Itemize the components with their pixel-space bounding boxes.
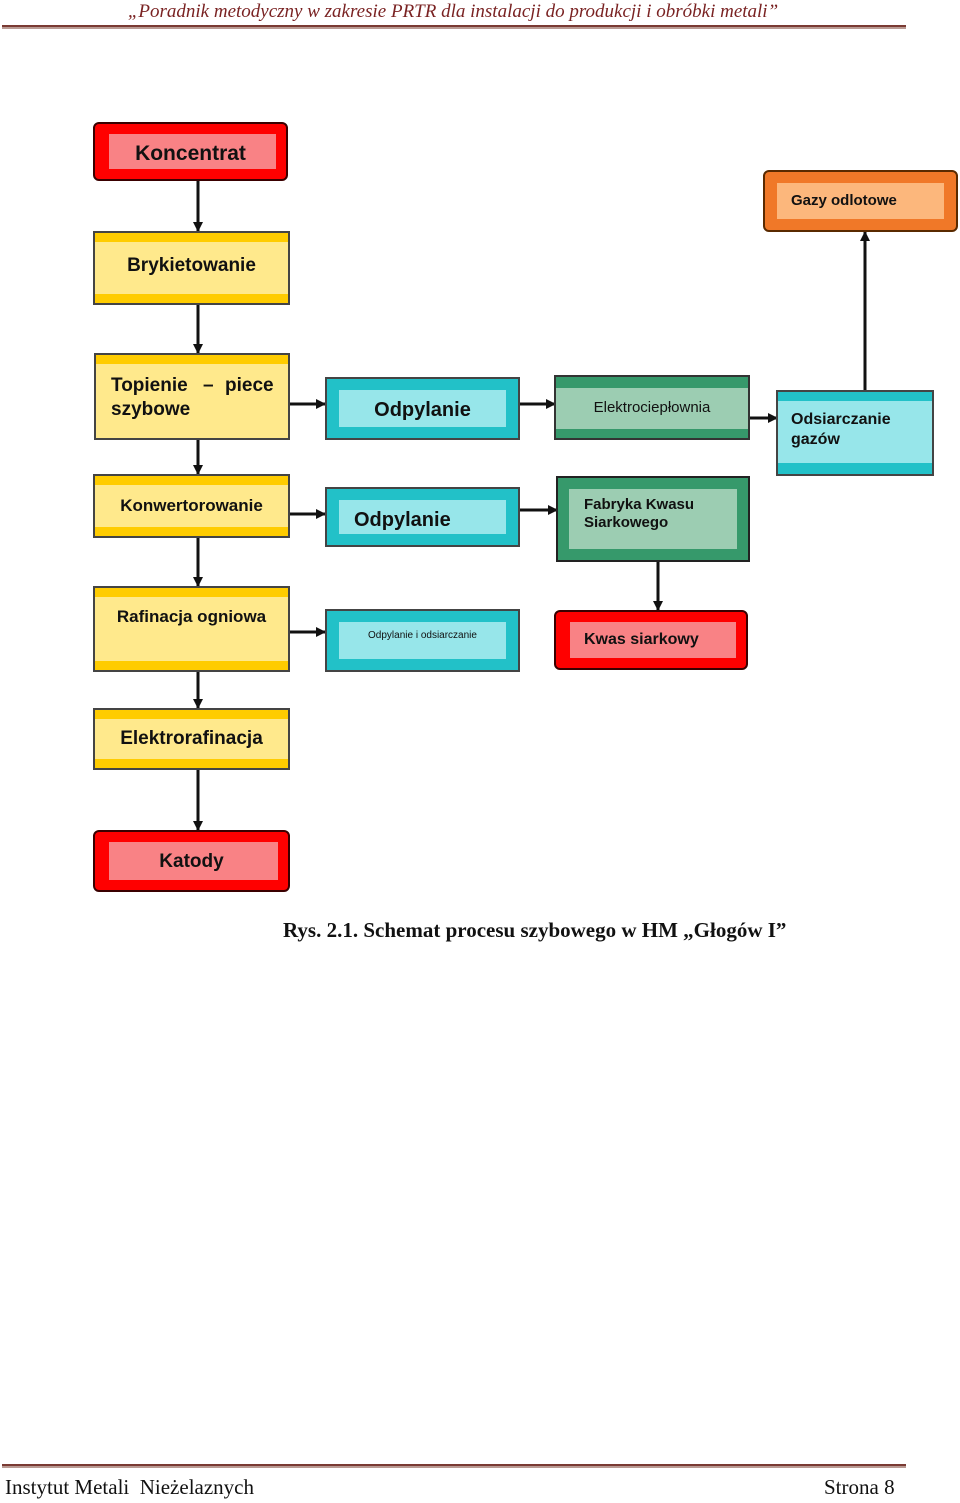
kwas-siarkowy-label: Kwas siarkowy: [584, 631, 699, 648]
brykietowanie-label: Brykietowanie: [127, 255, 256, 276]
odpylanie-label-1: Odpylanie: [374, 399, 471, 421]
odpylanie-box-1: Odpylanie: [325, 377, 520, 440]
header-divider: [2, 25, 906, 29]
rafinacja-box: Rafinacja ogniowa: [93, 586, 290, 672]
fabryka-label-line2: Siarkowego: [584, 514, 669, 531]
elektrocieplownia-box: Elektrociepłownia: [554, 375, 750, 440]
konwertorowanie-label: Konwertorowanie: [120, 496, 263, 515]
odsiarczanie-label-line1: Odsiarczanie: [791, 411, 891, 428]
koncentrat-label: Koncentrat: [135, 142, 246, 165]
odsiarczanie-box: Odsiarczanie gazów: [776, 390, 934, 476]
elektrocieplownia-label: Elektrociepłownia: [593, 399, 711, 416]
figure-caption: Rys. 2.1. Schemat procesu szybowego w HM…: [283, 918, 787, 942]
page-header-title: „Poradnik metodyczny w zakresie PRTR dla…: [127, 1, 779, 22]
topienie-label-word1: Topienie: [111, 375, 188, 396]
katody-box: Katody: [93, 830, 290, 892]
fabryka-label-line1: Fabryka Kwasu: [584, 496, 695, 513]
katody-label: Katody: [159, 851, 224, 872]
kwas-siarkowy-box: Kwas siarkowy: [554, 610, 748, 670]
koncentrat-box: Koncentrat: [93, 122, 288, 181]
gazy-odlotowe-label: Gazy odlotowe: [791, 192, 897, 209]
odpylanie-odsiarczanie-box: Odpylanie i odsiarczanie: [325, 609, 520, 672]
footer-page-number: Strona 8: [824, 1475, 895, 1499]
footer-institute: Instytut Metali Nieżelaznych: [5, 1475, 254, 1499]
odpylanie-label-2: Odpylanie: [354, 509, 451, 531]
konwertorowanie-box: Konwertorowanie: [93, 474, 290, 538]
gazy-odlotowe-box: Gazy odlotowe: [763, 170, 958, 232]
odpylanie-box-2: Odpylanie: [325, 487, 520, 547]
topienie-dash: –: [203, 375, 214, 396]
odsiarczanie-label-line2: gazów: [791, 431, 840, 448]
elektrorafinacja-label: Elektrorafinacja: [120, 728, 263, 749]
odpylanie-odsiarczanie-label: Odpylanie i odsiarczanie: [368, 630, 477, 641]
topienie-box: Topienie – piece szybowe: [94, 353, 290, 440]
topienie-label-line2: szybowe: [111, 399, 191, 420]
topienie-label-word2: piece: [225, 375, 274, 396]
rafinacja-label: Rafinacja ogniowa: [116, 607, 267, 626]
brykietowanie-box: Brykietowanie: [93, 231, 290, 305]
fabryka-kwasu-box: Fabryka Kwasu Siarkowego: [556, 476, 750, 562]
footer-divider: [2, 1464, 906, 1468]
elektrorafinacja-box: Elektrorafinacja: [93, 708, 290, 770]
